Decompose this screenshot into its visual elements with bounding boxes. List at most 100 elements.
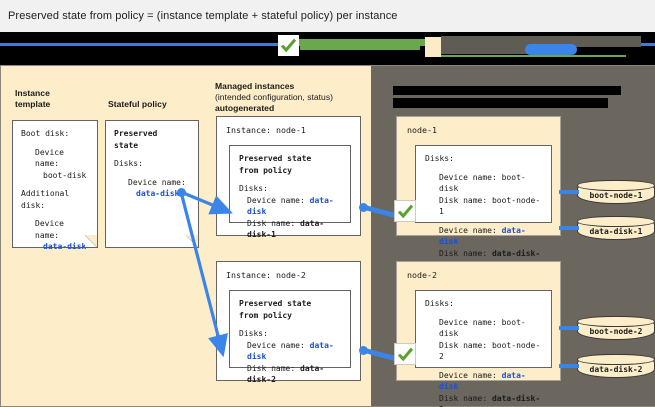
additional-disk-label-line1: Additional [21, 189, 70, 198]
managed-instances-header-line3: autogenerated [215, 103, 275, 113]
managed-instances-header: Managed instances (intended configuratio… [215, 81, 333, 114]
disk-name-value-node-2: data-disk-2 [247, 363, 325, 385]
spacer [21, 181, 89, 188]
connector-dot-instance-node-1 [359, 203, 368, 212]
toolbar-green-bar [297, 39, 425, 46]
observed-disks-box-node-2: Disks: Device name: boot-disk Disk name:… [415, 290, 552, 407]
preserved-state-line1-node-2: Preserved state [239, 299, 312, 308]
disk-cylinder-label-3: data-disk-2 [589, 364, 643, 374]
spacer [425, 363, 542, 370]
disk-name-label-node-1: Disk name: [247, 218, 296, 228]
observed-disks-label-node-2: Disks: [425, 299, 454, 308]
spacer [239, 176, 341, 183]
device-row-node-2: Device name: data-disk [239, 340, 341, 363]
observed-boot-disk-node-1: Disk name: boot-node-1 [439, 195, 541, 217]
additional-device-name-label: Device name: [35, 219, 64, 240]
preserved-state-inner-node-1: Preserved state from policy Disks: Devic… [229, 145, 351, 239]
observed-disks-label-node-1: Disks: [425, 154, 454, 163]
observed-boot-disk-node-2: Disk name: boot-node-2 [439, 340, 541, 362]
disks-label-node-1: Disks: [239, 184, 268, 193]
boot-device-name-value: boot-disk [43, 170, 87, 180]
green-check-icon-node-2 [394, 343, 416, 365]
preserved-state-line1-node-1: Preserved state [239, 154, 312, 163]
observed-data-disk-row-node-2: Disk name: data-disk-2 [425, 393, 542, 407]
disks-label-node-2: Disks: [239, 329, 268, 338]
device-name-value-node-1: data-disk [247, 195, 334, 217]
spacer [239, 321, 341, 328]
policy-device-name-value: data-disk [136, 189, 180, 198]
additional-disk-label-line2: disk: [21, 200, 46, 210]
diagram-canvas: Instance template Stateful policy Manage… [0, 65, 655, 407]
spacer [425, 165, 542, 172]
toolbar-green-rule [441, 55, 626, 57]
spacer [114, 170, 190, 177]
observed-data-device-row-node-1: Device name: data-disk [425, 225, 542, 248]
instance-template-header: Instance template [15, 88, 50, 110]
disk-name-value-node-1: data-disk-1 [247, 218, 325, 240]
page-title: Preserved state from policy = (instance … [0, 0, 655, 32]
green-check-icon-node-1 [394, 200, 416, 222]
preserved-state-title-line2: state [114, 140, 139, 150]
device-name-label-node-2: Device name: [247, 340, 305, 350]
toolbar-gray-block-secondary [441, 47, 531, 54]
disk-cylinder-label-2: boot-node-2 [589, 326, 643, 336]
disk-cylinder-boot-node-2: boot-node-2 [577, 316, 655, 340]
stateful-policy-header: Stateful policy [108, 99, 167, 110]
observed-data-device-row-node-2: Device name: data-disk [425, 370, 542, 393]
stateful-policy-header-label: Stateful policy [108, 99, 167, 109]
disk-cylinder-label-0: boot-node-1 [589, 190, 643, 200]
boot-device-name-label: Device name: [35, 147, 64, 169]
stateful-policy-card: Preserved state Disks: Device name: data… [105, 120, 199, 248]
instance-template-header-line2: template [15, 99, 51, 109]
device-name-value-node-2: data-disk [247, 340, 334, 362]
observed-data-device-prefix-node-2: Device name: [439, 370, 502, 380]
spacer [425, 310, 542, 317]
observed-boot-device-node-1: Device name: boot-disk [439, 172, 526, 194]
policy-disks-label: Disks: [114, 159, 143, 168]
managed-instance-card-node-1: Instance: node-1 Preserved state from po… [216, 116, 361, 239]
spacer [21, 211, 89, 218]
managed-instances-header-line2: (intended configuration, status) [215, 92, 333, 102]
managed-instances-header-line1: Managed instances [215, 81, 295, 91]
toolbar-gray-block [441, 36, 641, 47]
toolbar-green-bar-secondary [300, 46, 420, 50]
managed-instance-title-node-1: Instance: node-1 [226, 125, 306, 135]
preserved-state-inner-node-2: Preserved state from policy Disks: Devic… [229, 290, 351, 384]
disk-cylinder-boot-node-1: boot-node-1 [577, 180, 655, 204]
observed-data-disk-prefix-node-1: Disk name: [439, 248, 492, 258]
managed-instance-title-node-2: Instance: node-2 [226, 270, 306, 280]
observed-boot-device-node-2: Device name: boot-disk [439, 317, 526, 339]
disk-row-node-2: Disk name: data-disk-2 [239, 363, 341, 386]
preserved-state-title-line1: Preserved [114, 129, 158, 138]
disk-cylinder-data-disk-2: data-disk-2 [577, 354, 655, 378]
connector-dot-instance-node-2 [359, 346, 368, 355]
page-fold-corner-icon [186, 235, 199, 248]
observed-data-device-value-node-2: data-disk [439, 370, 526, 392]
redacted-heading-1 [393, 86, 621, 95]
device-name-label-node-1: Device name: [247, 195, 305, 205]
boot-disk-label: Boot disk: [21, 129, 70, 138]
observed-node-card-node-1: node-1 Disks: Device name: boot-disk Dis… [396, 116, 561, 269]
instance-template-header-line1: Instance [15, 88, 50, 98]
spacer [425, 218, 542, 225]
observed-data-device-value-node-1: data-disk [439, 225, 526, 247]
observed-data-disk-prefix-node-2: Disk name: [439, 393, 492, 403]
managed-instance-card-node-2: Instance: node-2 Preserved state from po… [216, 261, 361, 384]
spacer [114, 151, 190, 158]
connector-dot-policy [177, 188, 186, 197]
disk-cylinder-label-1: data-disk-1 [589, 226, 643, 236]
disk-name-label-node-2: Disk name: [247, 363, 296, 373]
observed-node-card-node-2: node-2 Disks: Device name: boot-disk Dis… [396, 261, 561, 407]
redacted-toolbar-band [0, 32, 655, 65]
policy-device-name-label: Device name: [128, 177, 186, 187]
green-check-icon [278, 35, 299, 56]
observed-data-disk-value-node-2: data-disk-2 [439, 393, 541, 407]
toolbar-cream-chip [425, 37, 441, 57]
instance-template-card: Boot disk: Device name: boot-disk Additi… [12, 120, 98, 251]
toolbar-blue-pill [525, 44, 577, 55]
disk-cylinder-data-disk-1: data-disk-1 [577, 216, 655, 240]
preserved-state-line2-node-1: from policy [239, 165, 292, 175]
observed-disks-box-node-1: Disks: Device name: boot-disk Disk name:… [415, 145, 552, 269]
disk-row-node-1: Disk name: data-disk-1 [239, 218, 341, 241]
